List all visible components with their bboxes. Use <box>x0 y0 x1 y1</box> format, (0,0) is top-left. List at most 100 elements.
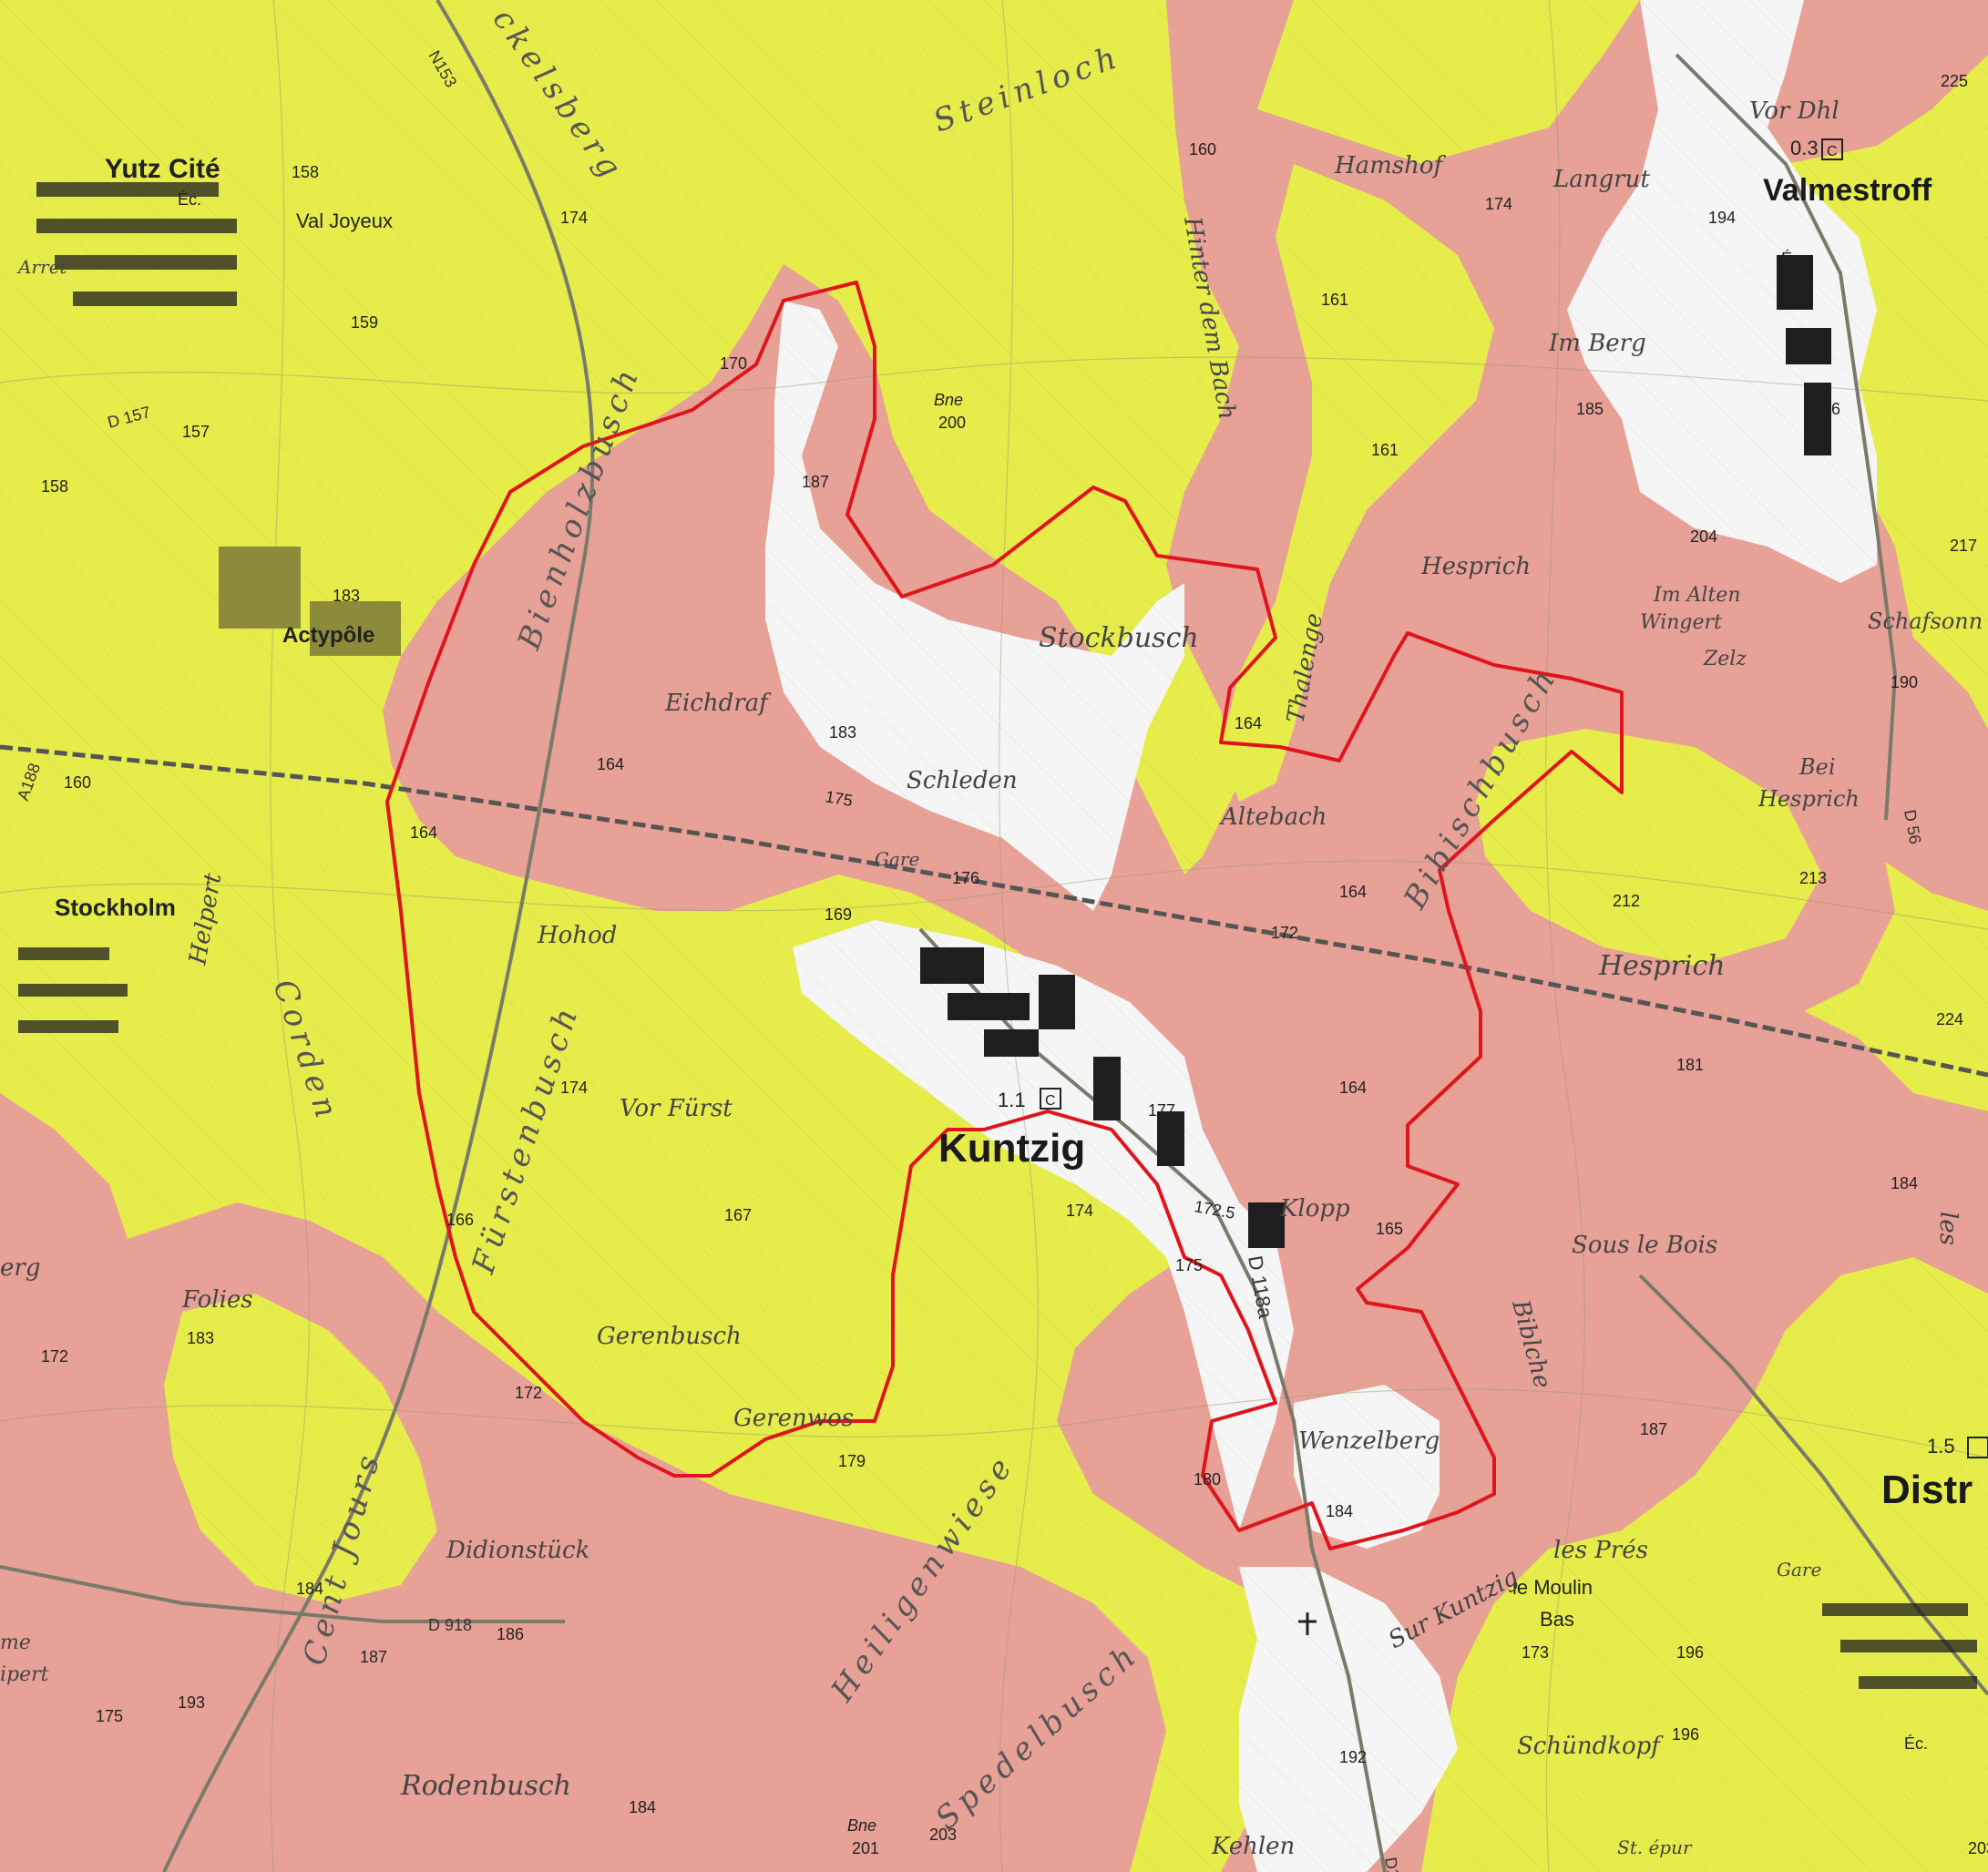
bne-label: Bne <box>934 391 963 409</box>
loc-hamshof: Hamshof <box>1334 152 1447 179</box>
loc-hesprich-n: Hesprich <box>1420 553 1531 580</box>
spot-height: 164 <box>1339 1079 1367 1097</box>
loc-gerenwos: Gerenwos <box>733 1405 854 1432</box>
spot-height: 170 <box>720 354 747 373</box>
building-kuntzig-2 <box>948 993 1030 1020</box>
road-d56 <box>1675 53 1898 821</box>
loc-vor-dhl: Vor Dhl <box>1749 97 1839 125</box>
loc-altebach: Altebach <box>1219 803 1327 831</box>
building-distroff-2 <box>1840 1640 1977 1652</box>
road-valmestroff-east <box>1638 1274 1988 1696</box>
spot-height: 196 <box>1676 1643 1704 1662</box>
spot-height: 185 <box>1576 400 1604 418</box>
loc-arret: Arret <box>16 256 67 278</box>
loc-les: les <box>1934 1212 1962 1245</box>
spot-height: 184 <box>1891 1174 1918 1192</box>
building-stockholm-1 <box>18 947 109 960</box>
spot-height: 180 <box>1194 1470 1221 1488</box>
spot-height: 159 <box>351 313 378 332</box>
loc-didionstuck: Didionstück <box>446 1537 589 1564</box>
road-d118a <box>918 927 1387 1872</box>
spot-height: 192 <box>1339 1748 1367 1766</box>
bne-label: Bne <box>847 1816 876 1835</box>
spot-height: 172 <box>41 1347 68 1366</box>
loc-zelz: Zelz <box>1703 648 1747 670</box>
cemetery-cross-icon <box>1298 1612 1317 1635</box>
spot-height: 224 <box>1936 1010 1963 1028</box>
commune-boundary[interactable] <box>385 281 1624 1550</box>
loc-hohod: Hohod <box>537 922 617 949</box>
building-kuntzig-3 <box>984 1029 1039 1057</box>
spot-height: 174 <box>560 209 588 227</box>
spot-height: 160 <box>64 773 91 792</box>
spot-height: 225 <box>1941 72 1968 90</box>
loc-im-berg: Im Berg <box>1548 330 1646 357</box>
road-label-d918: D 918 <box>428 1616 472 1634</box>
building-kuntzig-4 <box>1039 975 1075 1029</box>
spot-height: 166 <box>446 1211 474 1229</box>
building-distroff-1 <box>1822 1603 1968 1616</box>
spot-height: 183 <box>187 1329 214 1347</box>
place-val-joyeux: Val Joyeux <box>296 210 393 232</box>
building-kuntzig-6 <box>1157 1111 1184 1166</box>
spot-height: 164 <box>1339 883 1367 901</box>
loc-st-epur: St. épur <box>1617 1836 1693 1858</box>
spot-height: 161 <box>1371 441 1399 459</box>
building-valmestroff-2 <box>1786 328 1831 364</box>
building-yutz-2 <box>36 219 237 233</box>
building-kuntzig-1 <box>920 947 984 984</box>
loc-ipert: ipert <box>0 1663 49 1686</box>
building-klopp <box>1248 1202 1285 1248</box>
spot-height: 196 <box>1672 1725 1699 1744</box>
spot-height: 203 <box>929 1826 957 1844</box>
label-gare-kuntzig: Gare <box>875 848 919 870</box>
spot-height: 196 <box>1813 400 1840 418</box>
loc-langrut: Langrut <box>1552 166 1650 193</box>
church-icon <box>1967 1437 1988 1458</box>
building-stockholm-3 <box>18 1020 118 1033</box>
spot-height: 158 <box>41 477 68 496</box>
church-icon-letter: C <box>1827 144 1838 159</box>
loc-klopp: Klopp <box>1279 1195 1350 1222</box>
road-n153 <box>162 0 595 1872</box>
loc-bei: Bei <box>1798 754 1836 780</box>
loc-hesprich-s: Hesprich <box>1598 950 1726 982</box>
spot-height: 169 <box>825 905 852 924</box>
loc-bas: Bas <box>1540 1608 1574 1631</box>
spot-height: 179 <box>838 1452 866 1470</box>
loc-me: me <box>0 1632 31 1654</box>
spot-height: 187 <box>802 473 829 491</box>
spot-height: 161 <box>1321 291 1348 309</box>
loc-folies: Folies <box>181 1286 253 1314</box>
loc-schundkopf: Schündkopf <box>1517 1733 1664 1760</box>
building-yutz-3 <box>55 255 237 270</box>
building-valmestroff-1 <box>1777 255 1813 310</box>
building-kuntzig-5 <box>1093 1057 1121 1120</box>
spot-height: 174 <box>560 1079 588 1097</box>
spot-height: 183 <box>333 587 360 605</box>
spot-height: 194 <box>1708 209 1736 227</box>
spot-height: 213 <box>1799 869 1827 887</box>
place-kuntzig: Kuntzig <box>938 1126 1085 1171</box>
loc-stockbusch: Stockbusch <box>1039 622 1199 654</box>
road-railway <box>0 744 1988 1078</box>
spot-height: 201 <box>852 1839 879 1857</box>
spot-height: 160 <box>1189 140 1216 159</box>
loc-vor-furst: Vor Fürst <box>620 1095 733 1122</box>
spot-height: 184 <box>629 1798 656 1816</box>
loc-sous-le-bois: Sous le Bois <box>1572 1232 1717 1259</box>
spot-height: 173 <box>1522 1643 1549 1662</box>
buildings <box>18 182 1977 1689</box>
spot-height: 172 <box>1271 924 1298 942</box>
spot-height: 157 <box>182 423 210 441</box>
building-actypole-1 <box>219 547 301 629</box>
spot-height: 167 <box>724 1206 752 1224</box>
loc-erg: erg <box>0 1254 40 1282</box>
spot-height: 203 <box>1968 1839 1988 1857</box>
spot-height: 175 <box>1175 1256 1203 1274</box>
spot-height: 183 <box>829 723 856 742</box>
spot-height: 193 <box>178 1693 205 1712</box>
